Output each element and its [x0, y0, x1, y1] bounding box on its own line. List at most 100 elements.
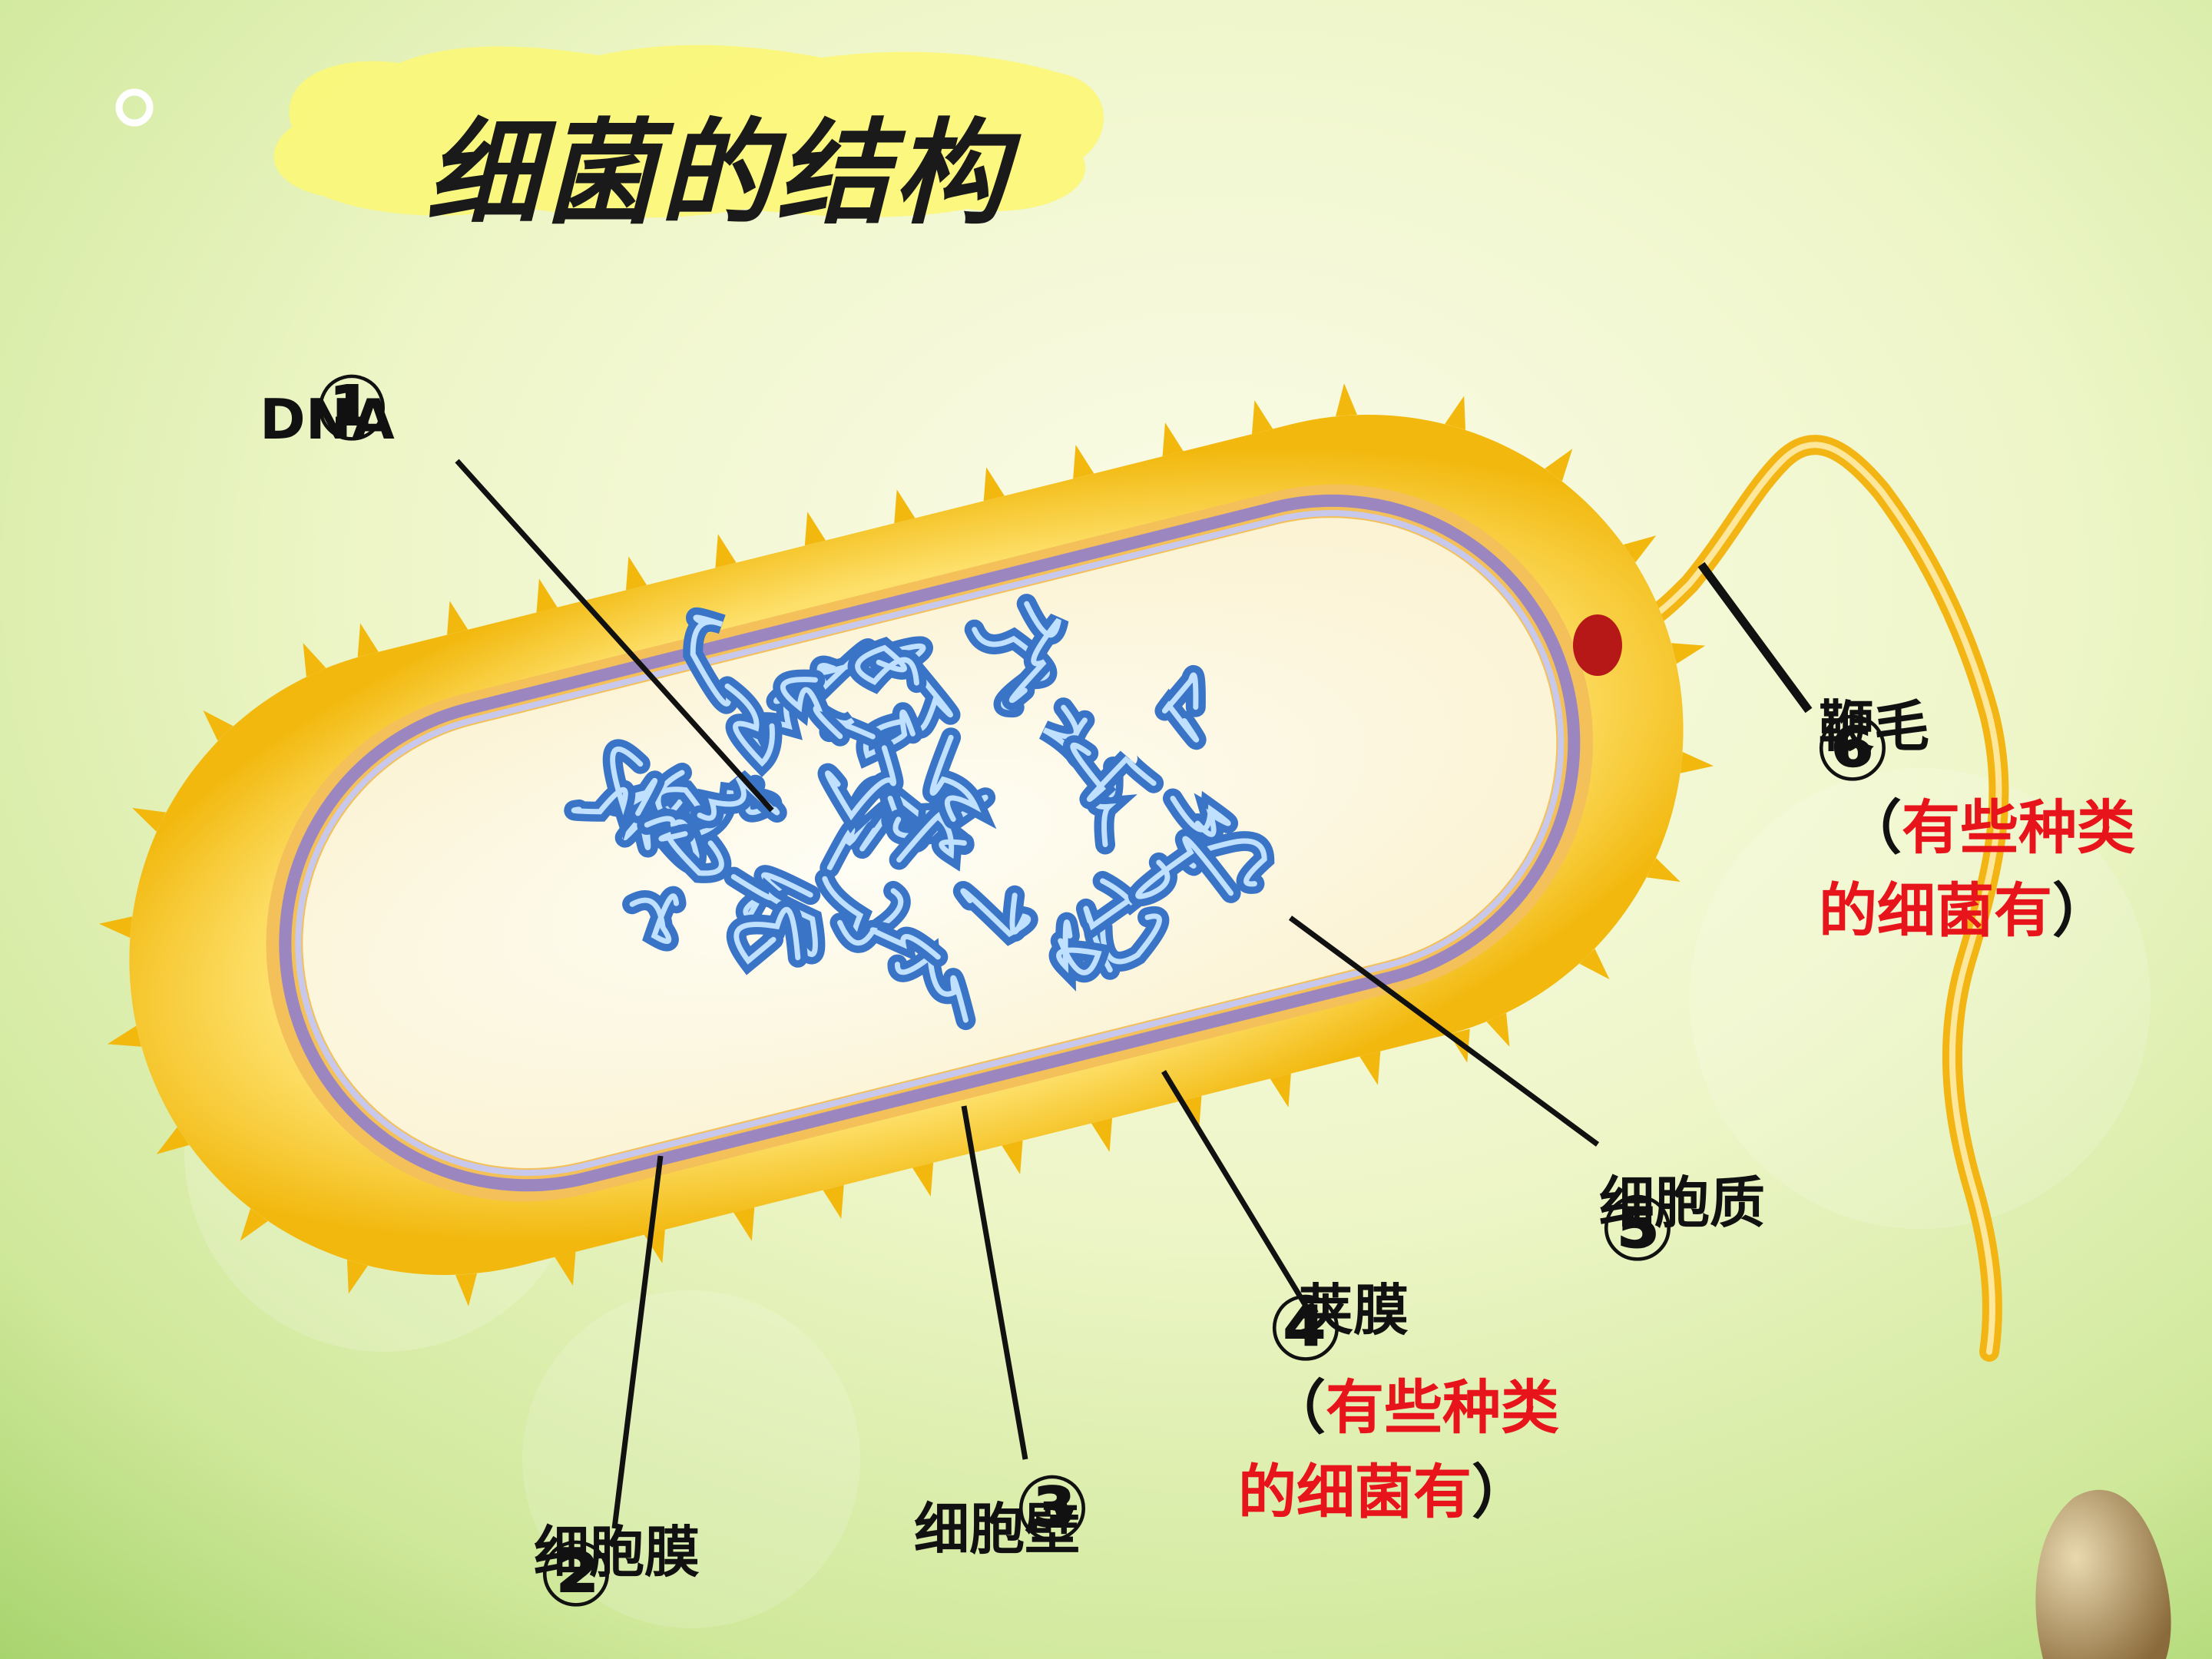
capsule-spike [804, 512, 826, 546]
capsule-spike [1002, 1140, 1023, 1174]
capsule-spike [1486, 1012, 1510, 1047]
label-flagellum-number: ⑥ [1814, 695, 1891, 801]
capsule-spike [1646, 858, 1681, 882]
label-dna-name: DNA [260, 387, 395, 452]
note-close-paren: ） [1472, 1458, 1530, 1526]
capsule-spike [1671, 643, 1706, 664]
capsule-spike [1579, 949, 1610, 980]
capsule-spike [1073, 445, 1094, 479]
capsule-spike [1359, 1051, 1381, 1085]
label-membrane-name: 细胞膜 [534, 1520, 700, 1584]
title-banner [273, 45, 1104, 218]
leader-line-wall [961, 1105, 1028, 1460]
label-membrane-number: ② [538, 1521, 614, 1627]
leader-lines [455, 459, 1813, 1529]
capsule-spike [1162, 422, 1184, 457]
dna-strand-highlight [855, 644, 919, 686]
dna-strand-highlight [1056, 919, 1102, 975]
capsule-spike [156, 1127, 190, 1154]
capsule-spike [98, 916, 133, 939]
capsule-spike [555, 1251, 576, 1286]
capsule-spike [1680, 751, 1714, 773]
capsule-spike [733, 1207, 755, 1241]
label-cytoplasm-number: ⑤ [1599, 1175, 1676, 1281]
dna-strand-highlight [571, 747, 644, 816]
dna-strand-highlight [894, 952, 969, 1023]
label-capsule-number: ④ [1267, 1275, 1344, 1381]
dna-strand-highlight [724, 683, 775, 767]
capsule-spike [1091, 1118, 1113, 1152]
note-text: 的细菌有 [1238, 1458, 1472, 1526]
capsule-spike [894, 489, 916, 524]
dna-strand-highlight [1161, 672, 1200, 743]
capsule-spike [715, 534, 737, 568]
capsule-spike [346, 1260, 368, 1294]
capsule-spike [823, 1184, 844, 1219]
capsule-spike [303, 643, 326, 677]
capsule-spikes [98, 383, 1714, 1306]
capsule-spike [240, 1208, 268, 1241]
note-text: 的细菌有 [1819, 876, 2052, 945]
capsule-spike [1623, 535, 1657, 563]
capsule-spike [1270, 1073, 1291, 1108]
capsule-spike [625, 556, 647, 591]
leader-line-capsule [1161, 1070, 1308, 1307]
capsule-spike [983, 467, 1005, 502]
capsule-spike [1336, 383, 1357, 416]
leader-line-membrane [611, 1155, 664, 1529]
label-flagellum-note-line2: 的细菌有） [1819, 882, 2111, 940]
dna-strand-highlight [690, 614, 732, 707]
label-flagellum-note-line1: （有些种类 [1843, 799, 2135, 857]
capsule-spike [357, 623, 379, 657]
label-capsule-name: 荚膜 [1298, 1278, 1409, 1343]
page-title: 细菌的结构 [426, 106, 1010, 240]
capsule-spike [203, 710, 233, 741]
label-cytoplasm-name: 细胞质 [1599, 1171, 1766, 1235]
capsule-spike [132, 807, 167, 832]
dna-strand-highlight [960, 888, 1031, 938]
dna-strand-highlight [780, 677, 843, 740]
capsule-spike [455, 1273, 477, 1306]
capsule-spike [912, 1162, 934, 1197]
label-capsule-note-line1: （有些种类 [1267, 1379, 1559, 1437]
capsule-spike [1251, 400, 1273, 435]
dna-strand-highlight [873, 643, 953, 732]
cell-membrane [279, 494, 1581, 1192]
note-text: 有些种类 [1326, 1373, 1559, 1442]
bokeh-light [522, 1290, 860, 1628]
dna-strand-highlight [1008, 601, 1061, 704]
dna-strand-highlight [929, 734, 982, 822]
bokeh-light [1690, 768, 2151, 1229]
capsule-spike [536, 578, 558, 613]
note-text: 有些种类 [1902, 793, 2135, 862]
capsule-spike [1545, 449, 1573, 482]
dna-strand-highlight [658, 831, 724, 876]
butterfly-wing [2035, 1489, 2171, 1659]
dna-strand-highlight [1135, 836, 1234, 899]
leader-line-dna [455, 459, 774, 813]
leader-line-cytoplasm [1288, 916, 1600, 1147]
membrane-inner-line [295, 510, 1565, 1176]
dna-strand-highlight [733, 906, 801, 965]
dna-strand-highlight [629, 893, 679, 944]
capsule-spike [447, 601, 469, 635]
label-wall-number: ③ [1014, 1455, 1091, 1561]
dna-strand-highlight [825, 745, 897, 821]
capsule-spike [1445, 396, 1466, 430]
note-open-paren: （ [1843, 793, 1902, 862]
label-capsule-note-line2: 的细菌有） [1238, 1463, 1530, 1522]
bullet-ring [115, 88, 154, 127]
dna-strand-highlight [1170, 796, 1231, 837]
dna-strand-highlight [896, 810, 967, 863]
capsule-spike [107, 1025, 141, 1047]
label-dna-number: ① [313, 355, 390, 461]
label-flagellum-name: 鞭毛 [1819, 694, 1930, 759]
dna-strand-highlight [837, 919, 941, 960]
dna-nucleoid [564, 594, 1275, 1031]
dna-strand-highlight [1070, 742, 1157, 803]
note-close-paren: ） [2052, 876, 2111, 945]
note-open-paren: （ [1267, 1373, 1326, 1442]
label-wall-name: 细胞壁 [914, 1497, 1081, 1561]
